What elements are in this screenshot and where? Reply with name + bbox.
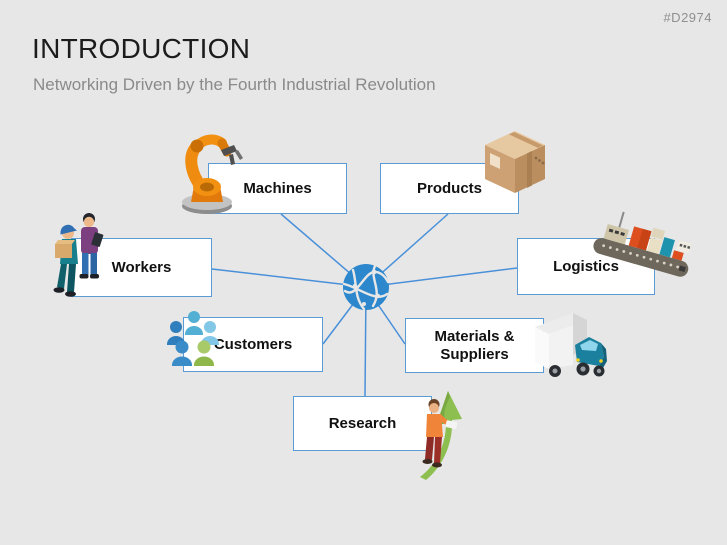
- node-machines-label: Machines: [243, 179, 312, 197]
- node-materials-suppliers: Materials & Suppliers: [405, 318, 544, 373]
- cargo-ship-icon: [591, 211, 697, 280]
- node-customers-label: Customers: [213, 335, 293, 353]
- node-workers-label: Workers: [111, 258, 172, 276]
- node-research-label: Research: [328, 414, 397, 432]
- researcher-growth-arrow-icon: [406, 385, 470, 480]
- network-globe-icon: [342, 263, 390, 311]
- delivery-truck-icon: [527, 303, 611, 385]
- warehouse-workers-icon: [52, 211, 108, 308]
- template-code: #D2974: [663, 10, 712, 25]
- customer-group-icon: [163, 306, 223, 370]
- robot-arm-icon: [177, 124, 243, 216]
- slide-title: INTRODUCTION: [32, 33, 251, 64]
- node-workers: Workers: [71, 238, 212, 297]
- node-logistics-label: Logistics: [553, 257, 619, 275]
- cardboard-box-icon: [481, 129, 549, 195]
- slide-subtitle: Networking Driven by the Fourth Industri…: [33, 75, 436, 94]
- node-materials-suppliers-label: Materials & Suppliers: [434, 327, 515, 363]
- node-products-label: Products: [416, 179, 482, 197]
